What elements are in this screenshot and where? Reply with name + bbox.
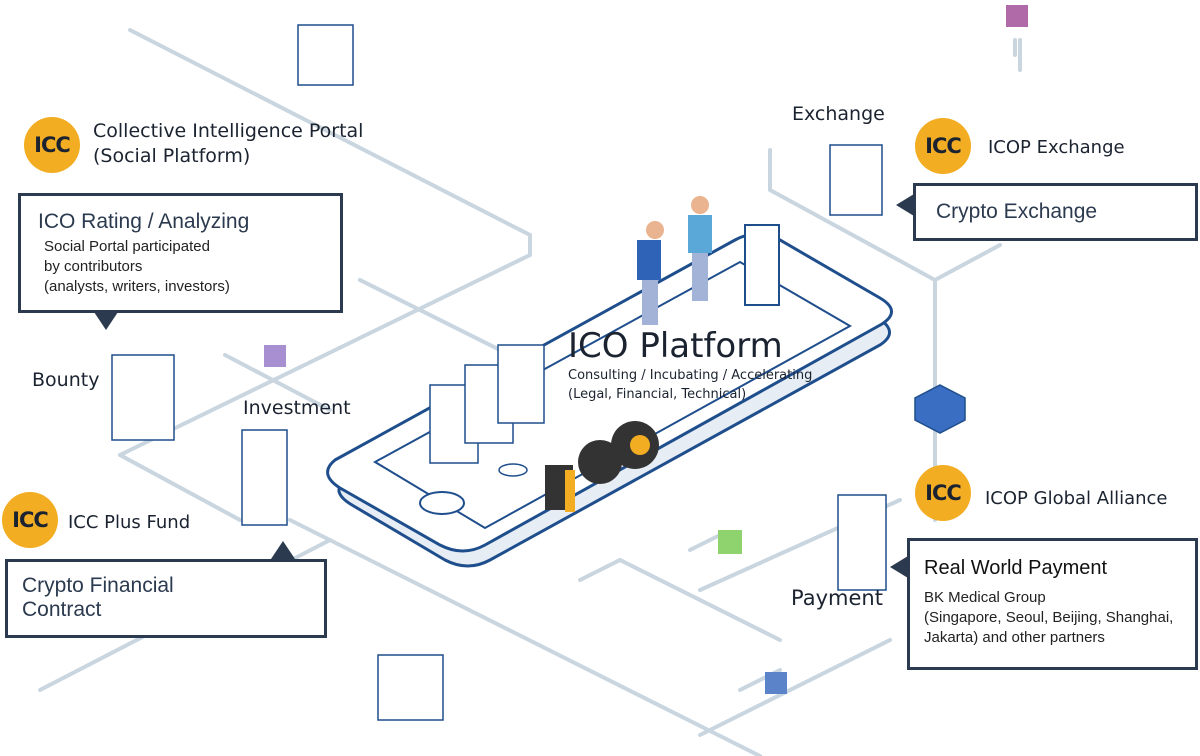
icc-logo: ICC — [915, 465, 971, 521]
pointer — [896, 194, 914, 216]
ico-3d-letters-icon — [545, 421, 659, 512]
pointer — [890, 556, 908, 578]
contract-document-icon — [377, 654, 444, 721]
ico-platform-desc: Consulting / Incubating / Accelerating — [568, 368, 813, 383]
payment-label: Payment — [791, 586, 883, 610]
icc-logo: ICC — [2, 492, 58, 548]
bounty-building-icon — [111, 354, 175, 441]
ico-platform-title: ICO Platform — [568, 326, 783, 366]
cube-icons — [264, 5, 1028, 694]
phone-illustration — [326, 232, 893, 568]
crypto-exchange-title: Crypto Exchange — [936, 200, 1098, 223]
servers-icon — [429, 344, 545, 477]
rating-desc: (analysts, writers, investors) — [44, 278, 230, 295]
real-world-desc: BK Medical Group — [924, 589, 1046, 606]
crypto-exchange-box: Crypto Exchange — [913, 183, 1198, 241]
rating-title: ICO Rating / Analyzing — [38, 210, 250, 233]
icop-exchange-label: ICOP Exchange — [988, 137, 1125, 158]
rating-desc: by contributors — [44, 258, 143, 275]
cip-title: Collective Intelligence Portal — [93, 120, 364, 142]
social-profile-icon — [297, 24, 354, 86]
global-alliance-label: ICOP Global Alliance — [985, 488, 1168, 509]
real-world-title: Real World Payment — [924, 557, 1108, 579]
rating-desc: Social Portal participated — [44, 238, 210, 255]
contract-title: Crypto Financial — [22, 574, 174, 597]
payment-building-icon — [837, 494, 887, 591]
plus-fund-label: ICC Plus Fund — [68, 512, 191, 533]
cip-label: Collective Intelligence Portal (Social P… — [93, 119, 363, 169]
icc-logo: ICC — [915, 118, 971, 174]
cip-subtitle: (Social Platform) — [93, 145, 251, 167]
investment-label: Investment — [243, 397, 351, 419]
ico-platform-label: ICO Platform Consulting / Incubating / A… — [568, 326, 812, 404]
exchange-building-icon — [829, 144, 883, 216]
investment-building-icon — [241, 429, 288, 526]
exchange-label: Exchange — [792, 103, 885, 125]
contract-title: Contract — [22, 598, 102, 621]
financial-contract-box: Crypto Financial Contract — [5, 559, 327, 638]
pointer — [271, 541, 295, 559]
rating-box: ICO Rating / Analyzing Social Portal par… — [18, 193, 343, 313]
bounty-label: Bounty — [32, 369, 100, 391]
blockchain-node-icon — [914, 384, 966, 434]
real-world-desc: Jakarta) and other partners — [924, 629, 1105, 646]
real-world-desc: (Singapore, Seoul, Beijing, Shanghai, — [924, 609, 1174, 626]
ico-platform-desc: (Legal, Financial, Technical) — [568, 387, 747, 402]
icc-logo: ICC — [24, 117, 80, 173]
pointer — [94, 312, 118, 330]
real-world-payment-box: Real World Payment BK Medical Group (Sin… — [907, 538, 1198, 670]
people-illustration — [637, 196, 780, 325]
